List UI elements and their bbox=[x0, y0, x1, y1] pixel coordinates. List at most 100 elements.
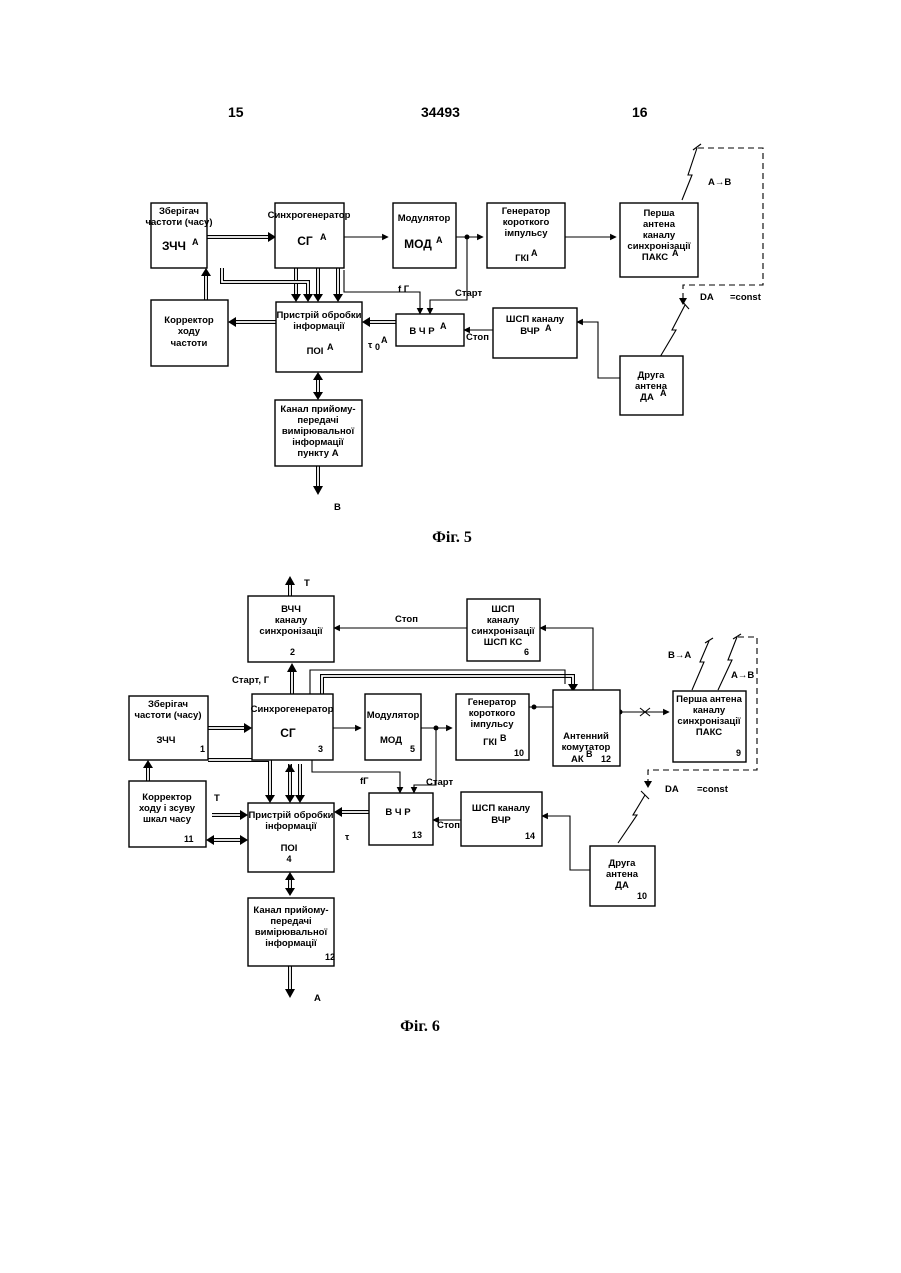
svg-text:СГ: СГ bbox=[280, 726, 296, 740]
svg-text:4: 4 bbox=[286, 854, 291, 864]
svg-text:Пристрій обробки: Пристрій обробки bbox=[248, 810, 333, 821]
fig6-sg-block: Синхрогенератор СГ 3 bbox=[251, 694, 334, 760]
svg-text:10: 10 bbox=[514, 748, 524, 758]
svg-text:ШСП КС: ШСП КС bbox=[484, 637, 523, 648]
svg-text:короткого: короткого bbox=[469, 708, 516, 719]
svg-text:Генератор: Генератор bbox=[502, 206, 551, 217]
svg-text:ЗЧЧ: ЗЧЧ bbox=[157, 735, 176, 746]
svg-text:Зберігач: Зберігач bbox=[148, 699, 188, 710]
fig5-mod-block: Модулятор МОД А bbox=[393, 203, 456, 268]
svg-text:МОД: МОД bbox=[380, 735, 402, 746]
svg-text:частоти: частоти bbox=[171, 338, 208, 349]
fig6-distance-label: DА =const bbox=[665, 784, 729, 795]
svg-text:9: 9 bbox=[736, 748, 741, 758]
svg-text:Корректор: Корректор bbox=[164, 315, 214, 326]
svg-text:ШСП: ШСП bbox=[491, 604, 514, 615]
svg-text:Друга: Друга bbox=[609, 858, 637, 869]
fig6-output-label: А bbox=[314, 993, 321, 1004]
fig6-gki-block: Генератор короткого імпульсу ГКІ В 10 bbox=[456, 694, 529, 760]
fig6-shsp2-block: ШСП каналу ВЧР 14 bbox=[461, 792, 542, 846]
fig6-vchr-block: В Ч Р 13 bbox=[369, 793, 433, 845]
fig6-caption: Фіг. 6 bbox=[400, 1018, 440, 1035]
svg-text:τ: τ bbox=[368, 340, 373, 351]
fig6-kanal-block: Канал прийому- передачі вимірювальної ін… bbox=[248, 898, 335, 966]
svg-text:А: А bbox=[440, 321, 447, 331]
svg-text:інформації: інформації bbox=[293, 321, 345, 332]
svg-text:імпульсу: імпульсу bbox=[470, 719, 514, 730]
svg-text:6: 6 bbox=[524, 647, 529, 657]
svg-text:передачі: передачі bbox=[297, 415, 338, 426]
svg-text:інформації: інформації bbox=[265, 821, 317, 832]
svg-text:ПОІ: ПОІ bbox=[281, 843, 298, 854]
fig6-shsp-block: ШСП каналу синхронізації ШСП КС 6 bbox=[467, 599, 540, 661]
svg-text:Антенний: Антенний bbox=[563, 731, 609, 742]
fig5-tau-label: τ 0 А bbox=[368, 335, 388, 352]
svg-text:Канал прийому-: Канал прийому- bbox=[280, 404, 355, 415]
fig6-mod-block: Модулятор МОД 5 bbox=[365, 694, 421, 760]
svg-text:А: А bbox=[436, 235, 443, 245]
svg-text:DА: DА bbox=[700, 292, 714, 303]
fig6-a-to-b-label: А→В bbox=[731, 670, 754, 681]
svg-text:синхронізації: синхронізації bbox=[471, 626, 534, 637]
fig5-poi-block: Пристрій обробки інформації ПОІ А bbox=[276, 302, 362, 372]
svg-text:каналу: каналу bbox=[693, 705, 726, 716]
svg-text:11: 11 bbox=[184, 834, 194, 844]
svg-text:3: 3 bbox=[318, 744, 323, 754]
svg-text:ДА: ДА bbox=[640, 392, 654, 403]
fig6-b-to-a-label: В→А bbox=[668, 650, 691, 661]
svg-text:інформації: інформації bbox=[292, 437, 344, 448]
svg-text:ДА: ДА bbox=[615, 880, 629, 891]
fig6-stop-top-label: Стоп bbox=[395, 614, 418, 625]
fig5-fg-label: f Г bbox=[398, 284, 410, 295]
svg-text:синхронізації: синхронізації bbox=[677, 716, 740, 727]
svg-text:каналу: каналу bbox=[487, 615, 520, 626]
svg-text:А: А bbox=[327, 342, 334, 352]
fig5-vchr-block: В Ч Р А bbox=[396, 314, 464, 346]
svg-text:ходу: ходу bbox=[178, 326, 201, 337]
svg-text:ПАКС: ПАКС bbox=[642, 252, 668, 263]
fig6-tau-label: τ bbox=[345, 832, 350, 843]
fig6-ant1-block: Перша антена каналу синхронізації ПАКС 9 bbox=[673, 691, 746, 762]
svg-text:Модулятор: Модулятор bbox=[398, 213, 451, 224]
svg-text:ВЧР: ВЧР bbox=[491, 815, 511, 826]
svg-text:шкал часу: шкал часу bbox=[143, 814, 192, 825]
fig6-ak-block: Антенний комутатор АК В 12 bbox=[553, 690, 620, 766]
svg-text:А: А bbox=[192, 237, 199, 247]
fig5-ant2-block: Друга антена ДА А bbox=[620, 356, 683, 415]
svg-text:Друга: Друга bbox=[638, 370, 666, 381]
svg-text:короткого: короткого bbox=[503, 217, 550, 228]
svg-text:В: В bbox=[500, 733, 507, 743]
fig6-ant2-block: Друга антена ДА 10 bbox=[590, 846, 655, 906]
fig5-shsp-block: ШСП каналу ВЧР А bbox=[493, 308, 577, 358]
fig6-start-label: Старт bbox=[426, 777, 453, 788]
fig6-zch-block: Зберігач частоти (часу) ЗЧЧ 1 bbox=[129, 696, 208, 760]
svg-text:Генератор: Генератор bbox=[468, 697, 517, 708]
svg-text:антена: антена bbox=[643, 219, 676, 230]
svg-text:13: 13 bbox=[412, 830, 422, 840]
svg-text:каналу: каналу bbox=[643, 230, 676, 241]
svg-text:ПАКС: ПАКС bbox=[696, 727, 722, 738]
svg-text:частоти (часу): частоти (часу) bbox=[134, 710, 201, 721]
fig6-stop-label: Стоп bbox=[437, 820, 460, 831]
svg-text:АК: АК bbox=[571, 754, 584, 765]
svg-text:Канал прийому-: Канал прийому- bbox=[253, 905, 328, 916]
fig6-poi-block: Пристрій обробки інформації ПОІ 4 bbox=[248, 803, 334, 872]
fig5-zch-block: Зберігач частоти (часу) ЗЧЧ А bbox=[145, 203, 212, 268]
svg-text:ходу і зсуву: ходу і зсуву bbox=[139, 803, 196, 814]
svg-text:пункту А: пункту А bbox=[297, 448, 338, 459]
svg-text:ЗЧЧ: ЗЧЧ bbox=[162, 239, 186, 253]
svg-text:вимірювальної: вимірювальної bbox=[255, 927, 328, 938]
fig5-caption: Фіг. 5 bbox=[432, 529, 472, 546]
svg-text:ВЧЧ: ВЧЧ bbox=[281, 604, 301, 615]
svg-text:частоти (часу): частоти (часу) bbox=[145, 217, 212, 228]
svg-text:DА: DА bbox=[665, 784, 679, 795]
svg-text:=const: =const bbox=[730, 292, 762, 303]
svg-text:синхронізації: синхронізації bbox=[259, 626, 322, 637]
svg-text:МОД: МОД bbox=[404, 237, 432, 251]
svg-text:СГ: СГ bbox=[297, 234, 313, 248]
svg-text:Пристрій обробки: Пристрій обробки bbox=[276, 310, 361, 321]
svg-text:ВЧР: ВЧР bbox=[520, 326, 540, 337]
svg-text:12: 12 bbox=[325, 952, 335, 962]
svg-text:В Ч Р: В Ч Р bbox=[385, 807, 411, 818]
